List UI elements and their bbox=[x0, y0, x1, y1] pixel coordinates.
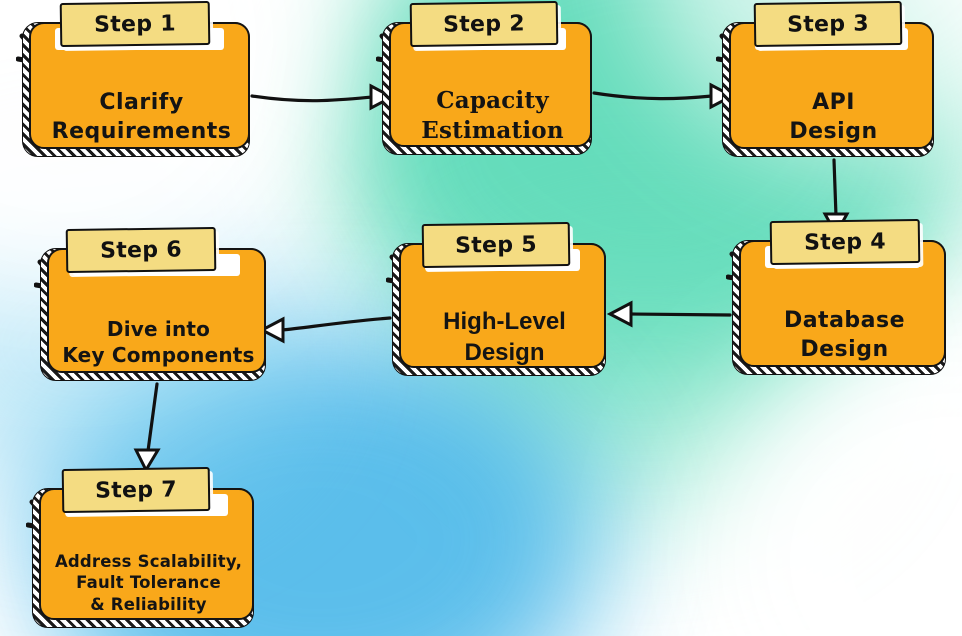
step-tab-label: Step 6 bbox=[99, 236, 183, 264]
step-card-line: Dive into bbox=[106, 317, 211, 341]
step-card-line: Address Scalability, bbox=[54, 551, 243, 571]
step-card-line: Key Components bbox=[62, 343, 255, 367]
step-tab[interactable]: Step 6 bbox=[65, 226, 217, 274]
step-tab[interactable]: Step 7 bbox=[61, 466, 211, 514]
step-card-line: Requirements bbox=[51, 119, 232, 144]
step-card-line: Clarify bbox=[99, 90, 184, 116]
connector-step5-step6 bbox=[258, 316, 392, 344]
connector-step6-step7 bbox=[133, 382, 161, 474]
step-card-line: Design bbox=[800, 337, 889, 362]
step-card-line: Estimation bbox=[421, 117, 564, 144]
step-card-7[interactable]: Address Scalability,Fault Tolerance& Rel… bbox=[26, 466, 254, 628]
step-tab-label: Step 7 bbox=[94, 476, 178, 504]
connector-step2-step3 bbox=[592, 82, 736, 110]
step-tab[interactable]: Step 1 bbox=[59, 0, 211, 48]
step-tab[interactable]: Step 3 bbox=[753, 0, 903, 48]
step-card-line: Design bbox=[789, 119, 878, 144]
step-tab-label: Step 2 bbox=[442, 10, 526, 38]
step-tab[interactable]: Step 5 bbox=[421, 221, 571, 269]
step-tab-label: Step 5 bbox=[454, 231, 538, 259]
step-card-line: API bbox=[812, 90, 855, 116]
connector-step4-step5 bbox=[606, 300, 732, 328]
step-tab-label: Step 1 bbox=[93, 10, 177, 38]
step-tab[interactable]: Step 4 bbox=[769, 218, 921, 266]
step-card-3[interactable]: API Design Step 3 bbox=[716, 0, 934, 157]
step-card-line: & Reliability bbox=[90, 594, 207, 614]
step-tab[interactable]: Step 2 bbox=[409, 0, 559, 48]
connector-step1-step2 bbox=[250, 83, 396, 111]
step-card-line: High-Level bbox=[443, 307, 566, 335]
step-card-line: Capacity bbox=[436, 87, 549, 115]
step-card-label: API Design bbox=[739, 82, 928, 154]
step-card-line: Design bbox=[464, 339, 545, 366]
step-tab-label: Step 4 bbox=[803, 228, 887, 256]
step-card-line: Fault Tolerance bbox=[76, 573, 221, 593]
step-tab-label: Step 3 bbox=[786, 10, 870, 38]
step-card-label: Address Scalability,Fault Tolerance& Rel… bbox=[49, 542, 248, 624]
step-card-line: Database bbox=[783, 308, 906, 334]
